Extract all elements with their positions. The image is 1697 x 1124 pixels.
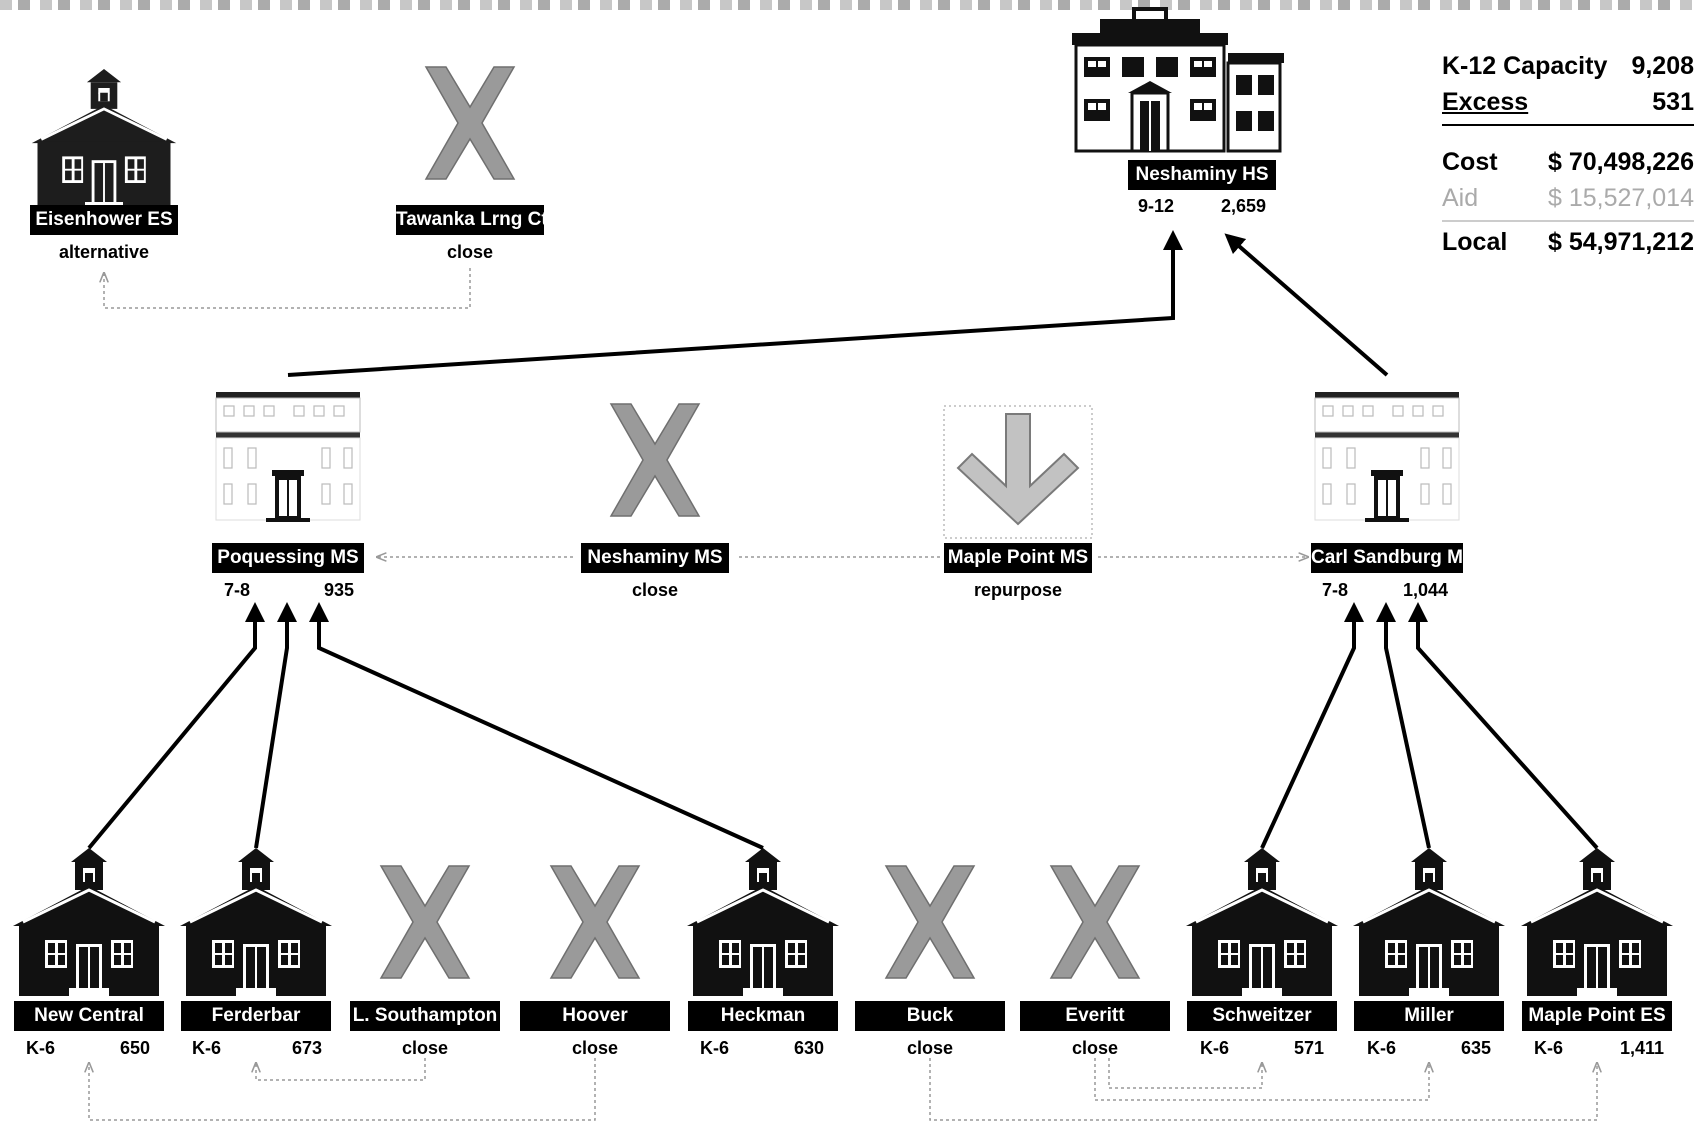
capacity-row: K-12 Capacity 9,208: [1442, 52, 1694, 88]
school-label-buck: Buck: [855, 1001, 1005, 1031]
school-meta-schweitzer: K-6 571: [1200, 1038, 1324, 1060]
grades-label: 7-8: [224, 580, 251, 600]
enrollment-label: 571: [1293, 1038, 1324, 1058]
school-label-eisenhower: Eisenhower ES: [30, 205, 178, 235]
school-label-maple-point-ms: Maple Point MS: [944, 543, 1092, 573]
x-mark-icon: [550, 865, 640, 979]
status-eisenhower: alternative: [58, 242, 150, 262]
high-school-building-icon: [1070, 5, 1286, 153]
school-label-maple-point-es: Maple Point ES: [1522, 1001, 1672, 1031]
feeder-arrows-to-hs: [287, 230, 1389, 377]
enrollment-label: 673: [291, 1038, 322, 1058]
school-label-heckman: Heckman: [688, 1001, 838, 1031]
school-label-ferderbar: Ferderbar: [181, 1001, 331, 1031]
enrollment-label: 1,044: [1402, 580, 1448, 600]
school-meta-maple-point-es: K-6 1,411: [1534, 1038, 1664, 1060]
status-maple-point-ms: repurpose: [973, 580, 1063, 600]
school-label-schweitzer: Schweitzer: [1187, 1001, 1337, 1031]
excess-label: Excess: [1442, 88, 1529, 116]
header-strip: [0, 0, 1697, 10]
capacity-value: 9,208: [1631, 52, 1694, 80]
feeder-arrows-to-ms: [87, 602, 1599, 850]
schoolhouse-icon: [685, 846, 841, 998]
x-mark-icon: [610, 403, 700, 517]
status-neshaminy-ms: close: [631, 580, 679, 600]
school-label-tawanka: Tawanka Lrng Ctr: [396, 205, 555, 235]
school-label-carl-sandburg: Carl Sandburg MS: [1311, 543, 1476, 573]
aid-row: Aid $ 15,527,014: [1442, 184, 1694, 222]
grades-label: K-6: [700, 1038, 730, 1058]
schoolhouse-icon: [1519, 846, 1675, 998]
school-meta-new-central: K-6 650: [26, 1038, 150, 1060]
school-label-everitt: Everitt: [1020, 1001, 1170, 1031]
schoolhouse-icon: [30, 67, 178, 212]
enrollment-label: 635: [1460, 1038, 1491, 1058]
schoolhouse-icon: [178, 846, 334, 998]
enrollment-label: 1,411: [1619, 1038, 1664, 1058]
school-label-new-central: New Central: [14, 1001, 164, 1031]
middle-school-building-icon: [1314, 391, 1460, 523]
reassignment-lines: [89, 268, 1597, 1121]
local-value: $ 54,971,212: [1548, 228, 1694, 256]
school-meta-neshaminy-hs: 9-12 2,659: [1138, 196, 1266, 218]
middle-school-building-icon: [215, 391, 361, 523]
aid-value: $ 15,527,014: [1548, 184, 1694, 212]
school-meta-carl-sandburg: 7-8 1,044: [1322, 580, 1448, 602]
down-arrow-icon: [943, 405, 1093, 539]
x-mark-icon: [425, 66, 515, 180]
enrollment-label: 630: [793, 1038, 824, 1058]
school-label-hoover: Hoover: [520, 1001, 670, 1031]
grades-label: 9-12: [1138, 196, 1175, 216]
school-label-l-southampton: L. Southampton: [350, 1001, 500, 1031]
school-meta-miller: K-6 635: [1367, 1038, 1491, 1060]
status-hoover: close: [571, 1038, 619, 1058]
school-meta-heckman: K-6 630: [700, 1038, 824, 1060]
cost-row: Cost $ 70,498,226: [1442, 148, 1694, 184]
enrollment-label: 650: [119, 1038, 150, 1058]
x-mark-icon: [885, 865, 975, 979]
schoolhouse-icon: [11, 846, 167, 998]
schoolhouse-icon: [1184, 846, 1340, 998]
status-buck: close: [906, 1038, 954, 1058]
summary-panel: K-12 Capacity 9,208 Excess 531 Cost $ 70…: [1442, 52, 1694, 264]
capacity-label: K-12 Capacity: [1442, 52, 1608, 80]
status-l-southampton: close: [401, 1038, 449, 1058]
school-meta-ferderbar: K-6 673: [192, 1038, 322, 1060]
excess-value: 531: [1652, 88, 1694, 116]
school-label-poquessing: Poquessing MS: [212, 543, 364, 573]
enrollment-label: 935: [323, 580, 354, 600]
school-label-miller: Miller: [1354, 1001, 1504, 1031]
excess-row: Excess 531: [1442, 88, 1694, 126]
schoolhouse-icon: [1351, 846, 1507, 998]
status-tawanka: close: [446, 242, 494, 262]
x-mark-icon: [1050, 865, 1140, 979]
grades-label: K-6: [26, 1038, 56, 1058]
enrollment-label: 2,659: [1220, 196, 1266, 216]
grades-label: 7-8: [1322, 580, 1349, 600]
grades-label: K-6: [1534, 1038, 1564, 1058]
x-mark-icon: [380, 865, 470, 979]
local-row: Local $ 54,971,212: [1442, 228, 1694, 264]
aid-label: Aid: [1442, 184, 1479, 212]
school-label-neshaminy-ms: Neshaminy MS: [581, 543, 729, 573]
status-everitt: close: [1071, 1038, 1119, 1058]
grades-label: K-6: [192, 1038, 222, 1058]
local-label: Local: [1442, 228, 1508, 256]
grades-label: K-6: [1200, 1038, 1230, 1058]
school-label-neshaminy-hs: Neshaminy HS: [1128, 160, 1276, 190]
cost-value: $ 70,498,226: [1548, 148, 1694, 176]
grades-label: K-6: [1367, 1038, 1397, 1058]
cost-label: Cost: [1442, 148, 1498, 176]
school-meta-poquessing: 7-8 935: [224, 580, 354, 602]
